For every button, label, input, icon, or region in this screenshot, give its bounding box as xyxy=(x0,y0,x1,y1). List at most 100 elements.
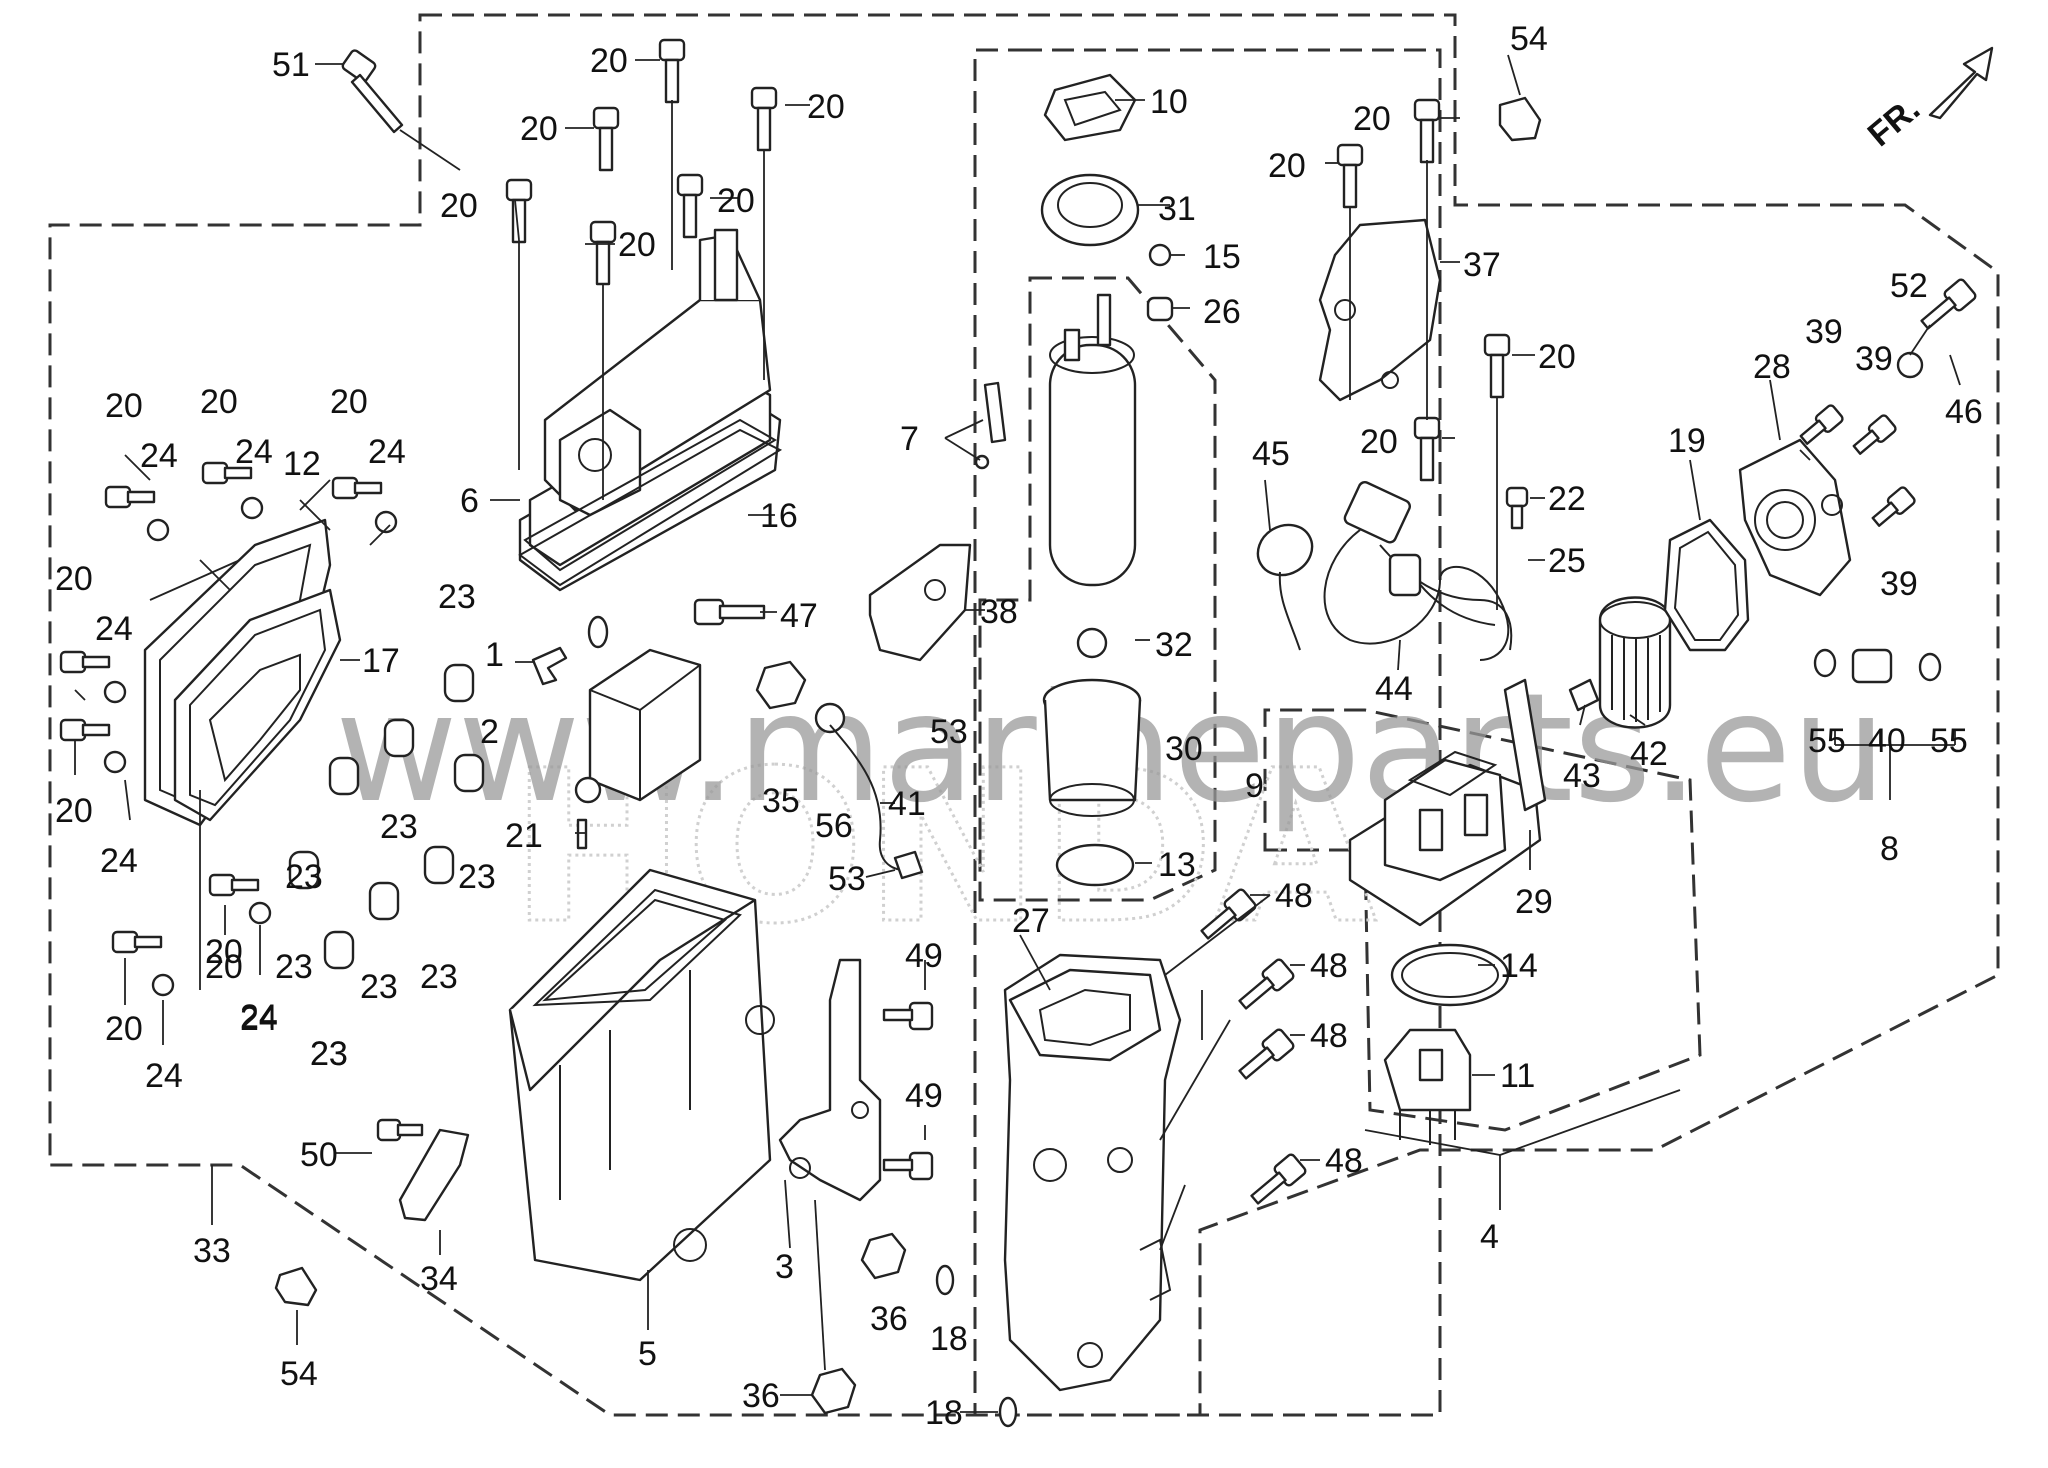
callout-30: 30 xyxy=(1165,730,1203,768)
callout-16: 16 xyxy=(760,497,798,535)
callout-39: 39 xyxy=(1880,565,1918,603)
callout-38: 38 xyxy=(980,593,1018,631)
grommets-23 xyxy=(288,663,485,970)
bolts-48 xyxy=(1200,888,1307,1205)
washer-18b xyxy=(998,1396,1018,1428)
leader-lines xyxy=(74,54,1961,1413)
callout-36: 36 xyxy=(870,1300,908,1338)
callout-24: 24 xyxy=(140,437,178,475)
callout-55: 55 xyxy=(1930,722,1968,760)
callout-24: 24 xyxy=(240,998,278,1036)
callouts: 51 20 20 20 20 20 20 54 10 31 15 26 20 2… xyxy=(55,20,1983,1432)
callout-28: 28 xyxy=(1753,348,1791,386)
callout-24: 24 xyxy=(240,1000,278,1038)
fuel-pump xyxy=(1048,293,1137,587)
callout-18: 18 xyxy=(925,1394,963,1432)
callout-54: 54 xyxy=(280,1355,318,1393)
bracket-37 xyxy=(1318,218,1442,402)
callout-20: 20 xyxy=(200,383,238,421)
callout-46: 46 xyxy=(1945,393,1983,431)
o-ring-13 xyxy=(1055,843,1135,887)
callout-33: 33 xyxy=(193,1232,231,1270)
boundary-filter-assembly xyxy=(1263,708,1702,1132)
callout-13: 13 xyxy=(1158,846,1196,884)
callout-25: 25 xyxy=(1548,542,1586,580)
callout-20: 20 xyxy=(330,383,368,421)
callout-23: 23 xyxy=(458,858,496,896)
callout-39: 39 xyxy=(1855,340,1893,378)
bolts-top-20 xyxy=(505,38,778,286)
callout-10: 10 xyxy=(1150,83,1188,121)
callout-2: 2 xyxy=(480,713,499,751)
callout-15: 15 xyxy=(1203,238,1241,276)
callout-34: 34 xyxy=(420,1260,458,1298)
callout-23: 23 xyxy=(360,968,398,1006)
washer-55a xyxy=(1813,648,1837,678)
callout-23: 23 xyxy=(275,948,313,986)
callout-11: 11 xyxy=(1500,1057,1535,1095)
callout-44: 44 xyxy=(1375,670,1413,708)
callout-47: 47 xyxy=(780,597,818,635)
cap-26 xyxy=(1146,296,1174,322)
callout-48: 48 xyxy=(1325,1142,1363,1180)
bolt-51 xyxy=(341,49,404,134)
callout-8: 8 xyxy=(1880,830,1899,868)
callout-3: 3 xyxy=(775,1248,794,1286)
washer-18a xyxy=(935,1264,955,1296)
hose-41 xyxy=(829,724,906,871)
bolts-right-20 xyxy=(1336,98,1529,530)
front-direction-arrow-icon xyxy=(1928,46,1994,120)
gasket-19 xyxy=(1663,518,1750,652)
bolt-46 xyxy=(1920,278,1977,330)
callout-39: 39 xyxy=(1805,313,1843,351)
callout-24: 24 xyxy=(368,433,406,471)
clip-54a xyxy=(1498,96,1542,142)
callout-29: 29 xyxy=(1515,883,1553,921)
callout-49: 49 xyxy=(905,1077,943,1115)
callout-1: 1 xyxy=(485,636,504,674)
vapor-separator-cover xyxy=(518,228,782,592)
callout-20: 20 xyxy=(590,42,628,80)
callout-21: 21 xyxy=(505,817,543,855)
callout-20: 20 xyxy=(1360,423,1398,461)
callout-37: 37 xyxy=(1463,246,1501,284)
bracket-38 xyxy=(868,543,972,662)
pump-filter-30 xyxy=(1042,678,1142,817)
callout-42: 42 xyxy=(1630,735,1668,773)
callout-23: 23 xyxy=(438,578,476,616)
callout-12: 12 xyxy=(283,445,321,483)
clip-54b xyxy=(274,1266,318,1307)
callout-23: 23 xyxy=(310,1035,348,1073)
callout-20: 20 xyxy=(105,387,143,425)
callout-35: 35 xyxy=(762,782,800,820)
callout-52: 52 xyxy=(1890,267,1928,305)
callout-27: 27 xyxy=(1012,902,1050,940)
callout-54: 54 xyxy=(1510,20,1548,58)
callout-20: 20 xyxy=(55,792,93,830)
callout-48: 48 xyxy=(1310,1017,1348,1055)
ring-15 xyxy=(1148,243,1172,267)
callout-20: 20 xyxy=(55,560,93,598)
callout-49: 49 xyxy=(905,937,943,975)
side-bolts-washers xyxy=(59,461,398,997)
sensor-11 xyxy=(1383,1028,1472,1145)
boundary-main-housing xyxy=(48,13,2000,1417)
callout-20: 20 xyxy=(717,182,755,220)
callout-20: 20 xyxy=(1268,147,1306,185)
bracket-3 xyxy=(778,958,882,1202)
washer-52 xyxy=(1896,351,1924,379)
banjo-bolt-47 xyxy=(693,598,766,626)
vapor-separator-body xyxy=(508,868,775,1282)
callout-40: 40 xyxy=(1868,722,1906,760)
callout-20: 20 xyxy=(807,88,845,126)
callout-32: 32 xyxy=(1155,626,1193,664)
callout-4: 4 xyxy=(1480,1218,1499,1256)
callout-20: 20 xyxy=(520,110,558,148)
bolts-49 xyxy=(882,1001,934,1181)
callout-53: 53 xyxy=(828,860,866,898)
callout-7: 7 xyxy=(900,420,919,458)
screw-21 xyxy=(576,818,588,850)
front-direction-indicator: FR. xyxy=(1861,46,1994,154)
callout-53: 53 xyxy=(930,713,968,751)
